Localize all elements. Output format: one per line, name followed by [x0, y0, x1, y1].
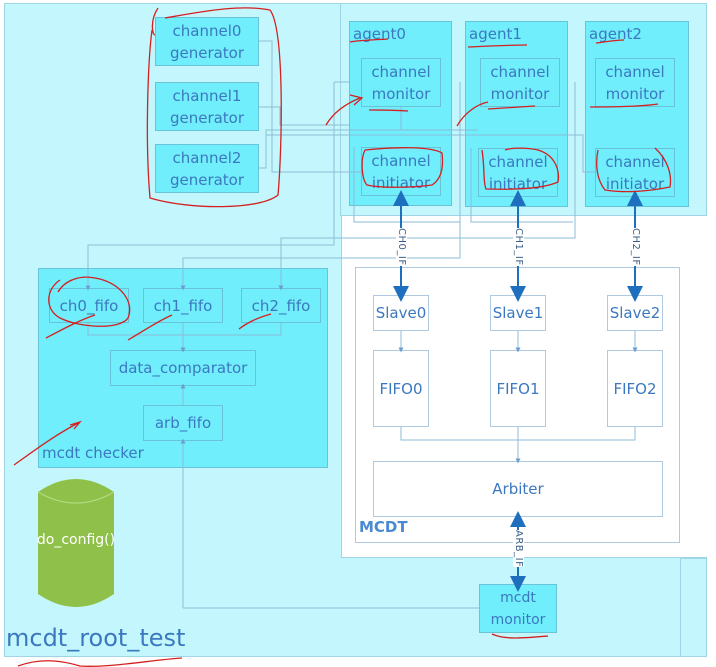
mcdt-title: MCDT [359, 518, 408, 536]
config-db-cylinder[interactable]: do_config() [36, 478, 116, 608]
annotation-initiator0-circle [361, 147, 444, 188]
annotation-agent1-underline [467, 44, 528, 48]
agent1-channel-monitor[interactable]: channel monitor [480, 58, 560, 107]
agent0-channel-monitor[interactable]: channel monitor [361, 58, 441, 107]
do-config-label: do_config() [36, 532, 116, 548]
agent0-title: agent0 [353, 25, 406, 43]
annotation-generators-circle [146, 7, 282, 208]
annotation-mcdt-monitor-underline [491, 633, 549, 639]
annotation-agent0-underline [349, 38, 389, 43]
annotation-agent2-underline [595, 39, 625, 44]
annotation-arrow-ch0 [45, 314, 96, 339]
channel0-generator[interactable]: channel0 generator [155, 17, 259, 66]
fifo2[interactable]: FIFO2 [607, 350, 663, 427]
annotation-ch0-fifo-circle [48, 276, 131, 327]
agent2-title: agent2 [589, 25, 642, 43]
annotation-arrow-checker [13, 421, 81, 466]
annotation-arrow-ch2 [238, 313, 272, 330]
agent2-channel-initiator[interactable]: channel initiator [595, 148, 675, 197]
annotation-initiator2-circle [596, 147, 672, 193]
gen1-link [259, 106, 349, 126]
agent2[interactable]: agent2 [585, 21, 689, 207]
ch0-if-label: CH0_IF [396, 228, 407, 266]
to-ch2-fifo [278, 82, 576, 291]
arb-if-label: ARB_IF [513, 530, 524, 568]
gen2-link [259, 129, 478, 169]
annotation-arrow-monitor0 [325, 97, 361, 126]
channel1-generator[interactable]: channel1 generator [155, 82, 259, 131]
ch2-if-label: CH2_IF [630, 228, 641, 266]
annotations [13, 7, 672, 667]
annotation-mark [151, 7, 159, 36]
to-ch1-fifo [180, 82, 461, 291]
ch1-if-label: CH1_IF [513, 228, 524, 266]
slave0[interactable]: Slave0 [373, 295, 429, 331]
cylinder-icon [38, 479, 114, 607]
env-bottom-right [681, 558, 707, 657]
agent1[interactable]: agent1 [465, 21, 568, 207]
mcdt-monitor[interactable]: mcdt monitor [479, 584, 557, 633]
annotation-arrow-monitor1 [456, 101, 489, 127]
root-test-title: mcdt_root_test [6, 624, 186, 652]
arbiter[interactable]: Arbiter [373, 461, 663, 517]
mcdt-checker-title: mcdt checker [42, 444, 144, 462]
mcdt-checker[interactable]: mcdt checker [38, 268, 328, 468]
agent1-title: agent1 [469, 25, 522, 43]
gen2-link-b [266, 134, 595, 173]
to-ch0-fifo [85, 82, 335, 291]
annotation-root-test-underline [17, 657, 183, 667]
fifo1[interactable]: FIFO1 [490, 350, 546, 427]
annotation-initiator1-circle [481, 147, 560, 190]
annotation-arrow-ch1 [127, 314, 173, 341]
channel2-generator[interactable]: channel2 generator [155, 144, 259, 193]
